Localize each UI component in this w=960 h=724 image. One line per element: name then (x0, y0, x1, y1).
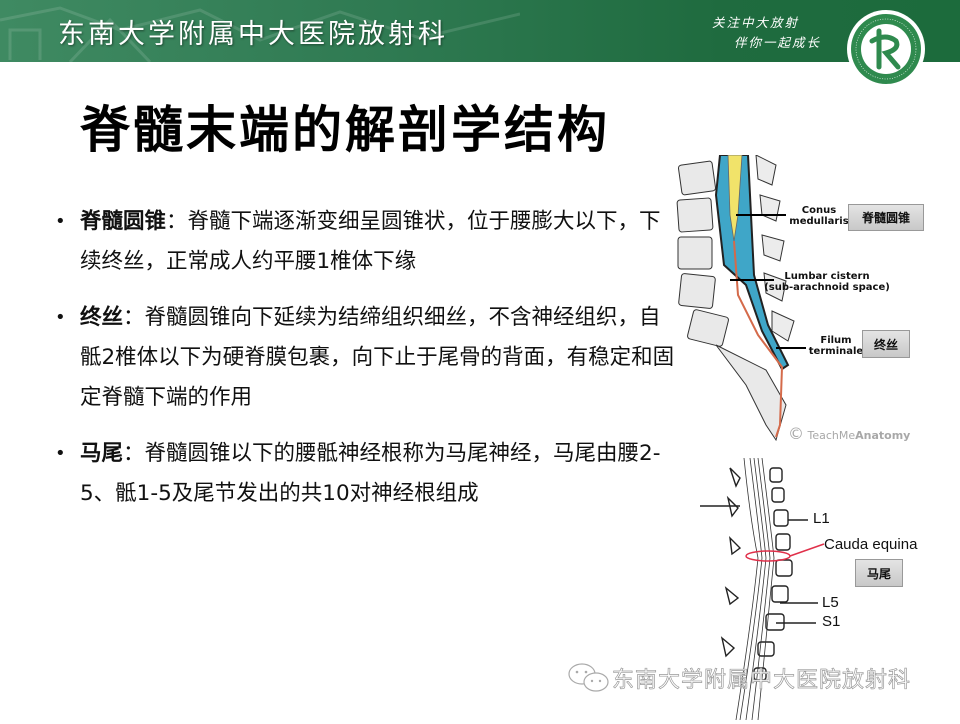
slogan: 关注中大放射 伴你一起成长 (712, 13, 821, 53)
bullet-cauda-equina: • 马尾：脊髓圆锥以下的腰骶神经根称为马尾神经，马尾由腰2-5、骶1-5及尾节发… (52, 434, 682, 514)
slogan-line-1: 关注中大放射 (712, 15, 800, 30)
slide-title: 脊髓末端的解剖学结构 (80, 101, 610, 159)
cn-label-filum: 终丝 (862, 330, 910, 358)
label-s1: S1 (822, 613, 841, 630)
label-lumbar-cistern: Lumbar cistern (sub-arachnoid space) (762, 271, 892, 293)
cn-label-conus: 脊髓圆锥 (848, 204, 924, 231)
bullet-separator: ： (123, 441, 145, 466)
slogan-line-2: 伴你一起成长 (734, 35, 822, 50)
label-l5: L5 (822, 594, 839, 611)
bullet-separator: ： (123, 305, 145, 330)
label-cauda-equina: Cauda equina (824, 536, 918, 553)
cauda-equina-figure: L1 Cauda equina L5 S1 马尾 (700, 457, 960, 721)
label-filum-line2: terminale (808, 346, 864, 357)
label-conus-medullaris: Conus medullaris (789, 205, 849, 227)
bullet-dot-icon: • (55, 443, 66, 464)
label-filum-line1: Filum (820, 335, 852, 346)
spine-sagittal-figure: Conus medullaris Lumbar cistern (sub-ara… (676, 154, 960, 455)
bullet-term: 脊髓圆锥 (80, 209, 167, 234)
copyright-source-light: TeachMe (807, 429, 856, 442)
spine-sagittal-illustration (676, 154, 806, 442)
label-lumbar-cistern-line2: (sub-arachnoid space) (764, 282, 890, 293)
wechat-icon (568, 663, 609, 692)
bullet-dot-icon: • (55, 211, 66, 232)
bullet-term: 马尾 (80, 441, 124, 466)
label-l1: L1 (813, 510, 830, 527)
cauda-equina-illustration (700, 457, 825, 721)
hospital-logo-icon (847, 10, 925, 88)
label-filum-terminale: Filum terminale (808, 335, 864, 357)
bullet-filum-terminale: • 终丝：脊髓圆锥向下延续为结缔组织细丝，不含神经组织，自骶2椎体以下为硬脊膜包… (52, 298, 682, 418)
watermark-text: 东南大学附属中大医院放射科 (612, 668, 912, 694)
label-lumbar-cistern-line1: Lumbar cistern (784, 271, 870, 282)
bullet-separator: ： (166, 209, 188, 234)
bullet-dot-icon: • (55, 307, 66, 328)
bullet-list: • 脊髓圆锥：脊髓下端逐渐变细呈圆锥状，位于腰膨大以下，下续终丝，正常成人约平腰… (52, 202, 682, 530)
bullet-text: 脊髓圆锥以下的腰骶神经根称为马尾神经，马尾由腰2-5、骶1-5及尾节发出的共10… (80, 441, 661, 506)
header-decoration (0, 6, 520, 62)
copyright-icon: © (788, 424, 804, 443)
wechat-watermark: 东南大学附属中大医院放射科 (566, 660, 911, 696)
cn-label-cauda-equina: 马尾 (855, 559, 903, 587)
copyright-source-bold: Anatomy (855, 429, 911, 442)
bullet-term: 终丝 (80, 305, 124, 330)
header-banner: 东南大学附属中大医院放射科 关注中大放射 伴你一起成长 (0, 0, 960, 62)
bullet-conus-medullaris: • 脊髓圆锥：脊髓下端逐渐变细呈圆锥状，位于腰膨大以下，下续终丝，正常成人约平腰… (52, 202, 682, 282)
hospital-title: 东南大学附属中大医院放射科 (58, 19, 448, 50)
copyright-credit: © TeachMeAnatomy (788, 424, 910, 443)
bullet-text: 脊髓下端逐渐变细呈圆锥状，位于腰膨大以下，下续终丝，正常成人约平腰1椎体下缘 (80, 209, 661, 274)
bullet-text: 脊髓圆锥向下延续为结缔组织细丝，不含神经组织，自骶2椎体以下为硬脊膜包裹，向下止… (80, 305, 675, 410)
